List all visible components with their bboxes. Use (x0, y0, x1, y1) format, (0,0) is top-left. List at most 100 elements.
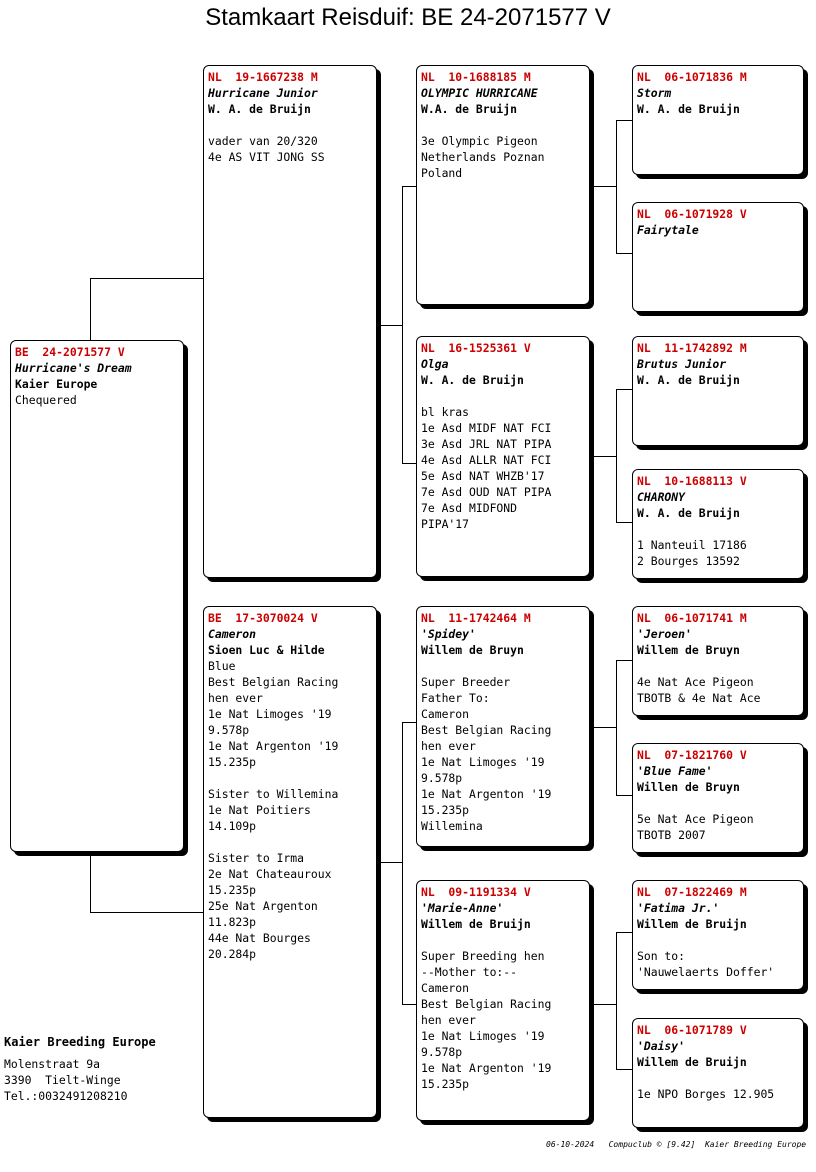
pigeon-card-dam-sire-dam[interactable]: NL 07-1821760 V'Blue Fame'Willen de Bruy… (632, 743, 804, 853)
info-line: Father To: (421, 691, 490, 705)
connector (616, 795, 632, 796)
connector (616, 522, 632, 523)
spacer (421, 388, 585, 404)
info-line: 1e Nat Argenton '19 (421, 787, 552, 801)
ring-number: NL 06-1071741 M (637, 611, 747, 625)
info-line: 1e NPO Borges 12.905 (637, 1087, 775, 1101)
owner-name: Kaier Europe (15, 377, 98, 391)
info-line: 2e Nat Chateauroux (208, 867, 332, 881)
ring-number: NL 10-1688185 M (421, 70, 531, 84)
pigeon-name: Brutus Junior (637, 357, 727, 371)
connector (378, 325, 402, 326)
info-line: 15.235p (208, 883, 257, 897)
breeder-info: Kaier Breeding Europe Molenstraat 9a 339… (4, 1034, 156, 1104)
pigeon-card-sire[interactable]: NL 19-1667238 M Hurricane Junior W. A. de … (203, 65, 377, 578)
ring-number: NL 16-1525361 V (421, 341, 531, 355)
owner-name: W. A. de Bruijn (637, 102, 740, 116)
info-line: 1e Asd MIDF NAT FCI (421, 421, 552, 435)
ring-number: NL 11-1742464 M (421, 611, 531, 625)
spacer (421, 932, 585, 948)
info-line: 'Nauwelaerts Doffer' (637, 965, 775, 979)
info-line: 9.578p (208, 723, 250, 737)
connector (90, 912, 203, 913)
info-line: 4e Asd ALLR NAT FCI (421, 453, 552, 467)
info-line: 4e AS VIT JONG SS (208, 150, 325, 164)
info-line: Best Belgian Racing (421, 997, 552, 1011)
connector (90, 852, 91, 912)
info-line: vader van 20/320 (208, 134, 318, 148)
pigeon-card-dam-dam-sire[interactable]: NL 07-1822469 M'Fatima Jr.'Willem de Bru… (632, 880, 804, 990)
connector (592, 1004, 616, 1005)
owner-name: W. A. de Bruijn (208, 102, 311, 116)
ring-number: NL 06-1071928 V (637, 207, 747, 221)
info-line: Sister to Irma (208, 851, 305, 865)
pigeon-card-sire-sire-sire[interactable]: NL 06-1071836 M Storm W. A. de Bruijn (632, 65, 804, 175)
info-line: --Mother to:-- (421, 965, 518, 979)
info-line: Son to: (637, 949, 686, 963)
pigeon-name: 'Fatima Jr.' (637, 901, 720, 915)
owner-name: Willem de Bruijn (637, 1055, 747, 1069)
info-line: 7e Asd OUD NAT PIPA (421, 485, 552, 499)
owner-name: Willem de Bruyn (421, 643, 524, 657)
spacer (208, 770, 372, 786)
connector (592, 186, 616, 187)
info-line: Super Breeder (421, 675, 511, 689)
info-line: 1e Nat Limoges '19 (421, 1029, 545, 1043)
info-line: 15.235p (421, 1077, 470, 1091)
connector (402, 722, 403, 1004)
pigeon-name: Hurricane Junior (208, 86, 318, 100)
ring-number: NL 07-1822469 M (637, 885, 747, 899)
info-line: 7e Asd MIDFOND (421, 501, 518, 515)
pigeon-name: Storm (637, 86, 672, 100)
connector (616, 389, 632, 390)
info-line: 44e Nat Bourges (208, 931, 311, 945)
info-line: Best Belgian Racing (421, 723, 552, 737)
spacer (637, 658, 799, 674)
connector (592, 727, 616, 728)
info-line: 4e Nat Ace Pigeon (637, 675, 754, 689)
pigeon-name: 'Daisy' (637, 1039, 686, 1053)
pigeon-card-dam-dam[interactable]: NL 09-1191334 V'Marie-Anne'Willem de Bru… (416, 880, 590, 1121)
info-line: 15.235p (421, 803, 470, 817)
breeder-phone: Tel.:0032491208210 (4, 1089, 128, 1103)
info-line: Chequered (15, 393, 77, 407)
owner-name: W. A. de Bruijn (637, 506, 740, 520)
info-line: 15.235p (208, 755, 257, 769)
info-line: hen ever (208, 691, 263, 705)
ring-number: BE 24-2071577 V (15, 345, 125, 359)
connector (616, 1069, 632, 1070)
connector (616, 389, 617, 522)
spacer (208, 834, 372, 850)
connector (402, 186, 403, 463)
ring-number: NL 06-1071836 M (637, 70, 747, 84)
footer-credit: 06-10-2024 Compuclub © [9.42] Kaier Bree… (546, 1140, 807, 1149)
owner-name: Willem de Bruijn (421, 917, 531, 931)
ring-number: NL 10-1688113 V (637, 474, 747, 488)
breeder-city: 3390 Tielt-Winge (4, 1073, 121, 1087)
info-line: TBOTB 2007 (637, 828, 706, 842)
info-line: 20.284p (208, 947, 257, 961)
ring-number: NL 19-1667238 M (208, 70, 318, 84)
spacer (637, 1070, 799, 1086)
info-line: Cameron (421, 707, 470, 721)
spacer (421, 658, 585, 674)
connector (616, 932, 617, 1069)
pigeon-name: 'Marie-Anne' (421, 901, 504, 915)
info-line: 5e Nat Ace Pigeon (637, 812, 754, 826)
connector (90, 278, 91, 340)
info-line: Cameron (421, 981, 470, 995)
info-line: 3e Olympic Pigeon (421, 134, 538, 148)
pigeon-name: Cameron (208, 627, 257, 641)
info-line: Poland (421, 166, 463, 180)
connector (616, 660, 632, 661)
